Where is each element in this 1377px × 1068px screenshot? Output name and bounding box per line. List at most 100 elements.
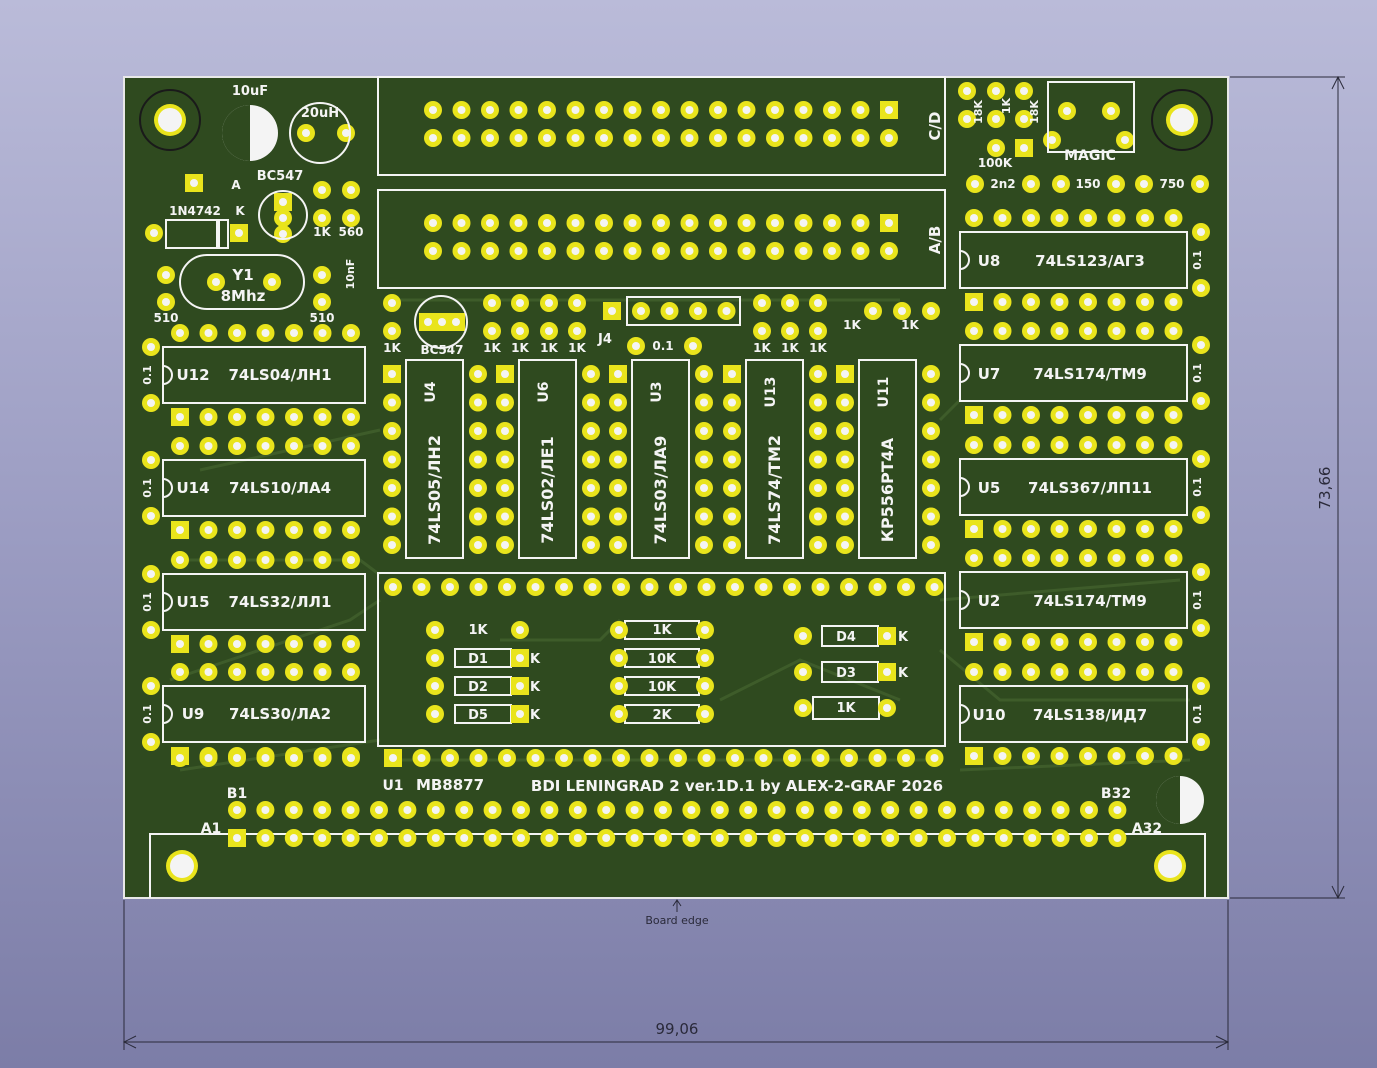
pad-hole [573, 299, 581, 307]
pad-hole [714, 106, 722, 114]
pad-hole [516, 654, 524, 662]
cap-label: 0.1 [141, 365, 154, 385]
pad-hole [347, 413, 355, 421]
pad-hole [1085, 806, 1093, 814]
pad-hole [963, 87, 971, 95]
pad-hole [1056, 298, 1064, 306]
pad-hole [446, 754, 454, 762]
label-1k-b: 1K [383, 341, 401, 355]
pad-hole [475, 754, 483, 762]
pad-hole [617, 754, 625, 762]
pad-hole [1113, 411, 1121, 419]
pad-hole [488, 299, 496, 307]
pad-hole [205, 556, 213, 564]
pad-hole [970, 668, 978, 676]
pad-hole [828, 247, 836, 255]
chip-ref: U10 [972, 706, 1005, 724]
pad-hole [659, 806, 667, 814]
pad-hole [516, 299, 524, 307]
pad-hole [347, 806, 355, 814]
pad-hole [1170, 554, 1178, 562]
label-10nf: 10nF [344, 259, 357, 290]
pad-hole [347, 442, 355, 450]
pad-hole [1113, 806, 1121, 814]
pad-hole [814, 513, 822, 521]
pad-hole [1170, 441, 1178, 449]
pad-hole [587, 541, 595, 549]
pad-hole [999, 525, 1007, 533]
pad-hole [279, 230, 287, 238]
label-8mhz: 8Mhz [221, 287, 266, 305]
pad-hole [205, 526, 213, 534]
pad-hole [801, 806, 809, 814]
pad-hole [657, 134, 665, 142]
pad-hole [1170, 411, 1178, 419]
chip-ref: U6 [536, 381, 552, 402]
pad-hole [1121, 136, 1129, 144]
label-a1: A1 [201, 821, 222, 837]
pad-hole [290, 526, 298, 534]
chip-part: 74LS138/ИД7 [1033, 706, 1147, 724]
pad-hole [486, 106, 494, 114]
cap-label: 0.1 [141, 592, 154, 612]
pad-hole [1197, 341, 1205, 349]
pad-hole [233, 556, 241, 564]
pad-hole [1170, 638, 1178, 646]
pad-hole [1084, 327, 1092, 335]
pad-hole [1020, 144, 1028, 152]
pad-hole [431, 682, 439, 690]
pad-hole [814, 484, 822, 492]
pad-hole [532, 583, 540, 591]
pad-hole [701, 682, 709, 690]
label-d5: D5 [468, 708, 488, 723]
pad-hole [389, 754, 397, 762]
pad-hole [431, 710, 439, 718]
pad-hole [290, 556, 298, 564]
pad-hole [424, 318, 432, 326]
pad-hole [162, 271, 170, 279]
pad-hole [744, 806, 752, 814]
chip-ref: U12 [176, 366, 209, 384]
pad-hole [874, 583, 882, 591]
pad-hole [1197, 511, 1205, 519]
pad-hole [700, 370, 708, 378]
pad-hole [814, 541, 822, 549]
pad-hole [418, 754, 426, 762]
pad-hole [319, 526, 327, 534]
pad-hole [600, 219, 608, 227]
pad-hole [261, 806, 269, 814]
pad-hole [1113, 441, 1121, 449]
pad-hole [262, 442, 270, 450]
pad-hole [743, 219, 751, 227]
label-1n4742: 1N4742 [169, 204, 221, 218]
label-y1: Y1 [231, 266, 253, 284]
pad-hole [147, 512, 155, 520]
label-b1: B1 [227, 786, 247, 802]
pad-hole [701, 710, 709, 718]
pad-hole [970, 638, 978, 646]
pad-hole [587, 370, 595, 378]
label-d3: D3 [836, 666, 856, 681]
pad-hole [927, 541, 935, 549]
label-ab: A/B [926, 226, 944, 255]
pad-hole [814, 299, 822, 307]
pad-hole [858, 834, 866, 842]
pad-hole [574, 834, 582, 842]
pad-hole [828, 134, 836, 142]
pad-hole [1113, 298, 1121, 306]
chip-ref: U7 [978, 365, 1001, 383]
pad-hole [703, 754, 711, 762]
pad-hole [602, 834, 610, 842]
pad-hole [501, 456, 509, 464]
pad-hole [728, 484, 736, 492]
pad-hole [262, 329, 270, 337]
pad-hole [701, 654, 709, 662]
pad-hole [474, 399, 482, 407]
pad-hole [600, 106, 608, 114]
chip-part: 74LS05/ЛН2 [425, 435, 444, 545]
chip-ref: U8 [978, 252, 1001, 270]
pad-hole [347, 556, 355, 564]
pad-hole [602, 806, 610, 814]
pad-hole [1113, 327, 1121, 335]
